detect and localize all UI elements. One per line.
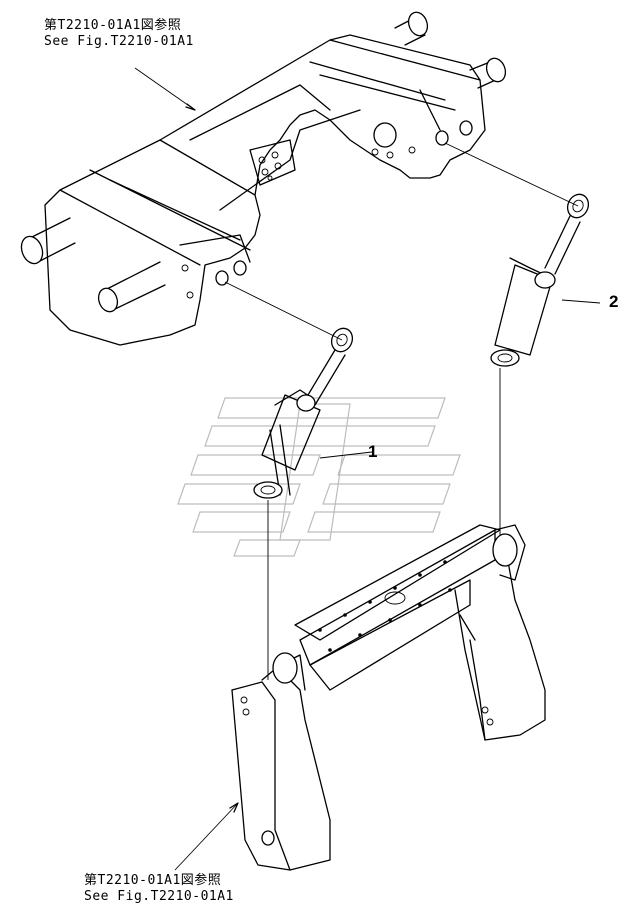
lower-frame [231,524,546,871]
callout-part-2: 2 [609,292,619,311]
assembly-lines [134,67,601,871]
watermark-logo [177,397,461,557]
reference-top-line1: 第T2210-01A1図参照 [44,18,182,33]
reference-note-top: 第T2210-01A1図参照 See Fig.T2210-01A1 [44,18,194,50]
hydraulic-cylinder-1 [253,327,354,499]
reference-bottom-line2: See Fig.T2210-01A1 [84,889,234,904]
callout-part-1: 1 [368,442,378,461]
reference-bottom-line1: 第T2210-01A1図参照 [84,873,222,888]
reference-note-bottom: 第T2210-01A1図参照 See Fig.T2210-01A1 [84,873,234,905]
hydraulic-cylinder-2 [490,193,590,367]
reference-top-line2: See Fig.T2210-01A1 [44,34,194,49]
upper-bracket [20,11,507,346]
